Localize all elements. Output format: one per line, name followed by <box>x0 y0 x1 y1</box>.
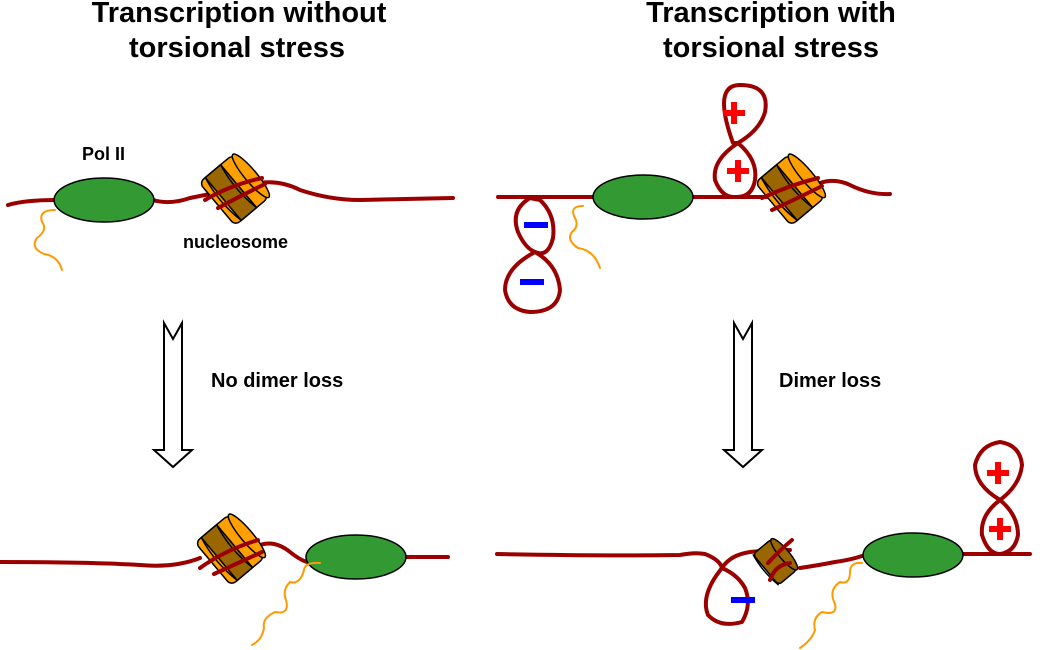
positive-supercoil <box>979 498 1020 556</box>
left-transition-label: No dimer loss <box>211 370 343 392</box>
right-title-line1: Transcription with <box>646 0 896 29</box>
dna-wrap <box>768 561 792 582</box>
pol-ii-label: Pol II <box>82 144 125 164</box>
dna-wrap <box>212 550 264 576</box>
left-title-line2: torsional stress <box>129 32 345 64</box>
right-bottom-scene <box>495 440 1032 649</box>
right-transition-label: Dimer loss <box>779 370 881 392</box>
dna-wrap <box>203 176 264 202</box>
pol-ii <box>53 177 155 223</box>
rna-transcript <box>33 209 63 271</box>
dna-wrap <box>770 184 824 212</box>
negative-supercoil <box>703 566 750 626</box>
minus-sign <box>524 222 548 228</box>
dna-strand <box>0 541 450 568</box>
rna-transcript <box>251 561 321 646</box>
positive-supercoil <box>712 141 758 200</box>
minus-sign <box>731 597 755 603</box>
rna-transcript <box>569 205 601 269</box>
left-top-scene: Pol II nucleosome <box>6 144 455 271</box>
pol-ii <box>862 532 964 578</box>
right-top-scene <box>496 83 892 314</box>
dna-strand <box>496 178 892 199</box>
dna-wrap <box>216 182 267 210</box>
down-arrow-right <box>721 319 765 469</box>
left-title-line1: Transcription without <box>92 0 387 29</box>
pol-ii <box>305 534 407 580</box>
plus-sign <box>723 110 745 116</box>
nucleosome <box>198 149 275 227</box>
dna-wrap <box>766 538 794 565</box>
nucleosome-label: nucleosome <box>183 232 288 252</box>
positive-supercoil <box>722 83 768 145</box>
right-title-line2: torsional stress <box>663 32 879 64</box>
rna-transcript <box>799 561 863 649</box>
left-bottom-scene <box>0 509 450 646</box>
positive-supercoil <box>973 440 1024 502</box>
dna-wrap <box>760 176 820 200</box>
plus-sign <box>987 470 1009 476</box>
dna-strand <box>495 548 1032 570</box>
down-arrow-left <box>151 319 195 469</box>
plus-sign <box>727 168 749 174</box>
plus-sign <box>989 526 1011 532</box>
dna-wrap <box>198 538 260 570</box>
pol-ii <box>592 174 694 220</box>
negative-supercoil <box>503 250 562 314</box>
minus-sign <box>520 279 544 285</box>
nucleosome-dimer-loss <box>752 537 799 586</box>
